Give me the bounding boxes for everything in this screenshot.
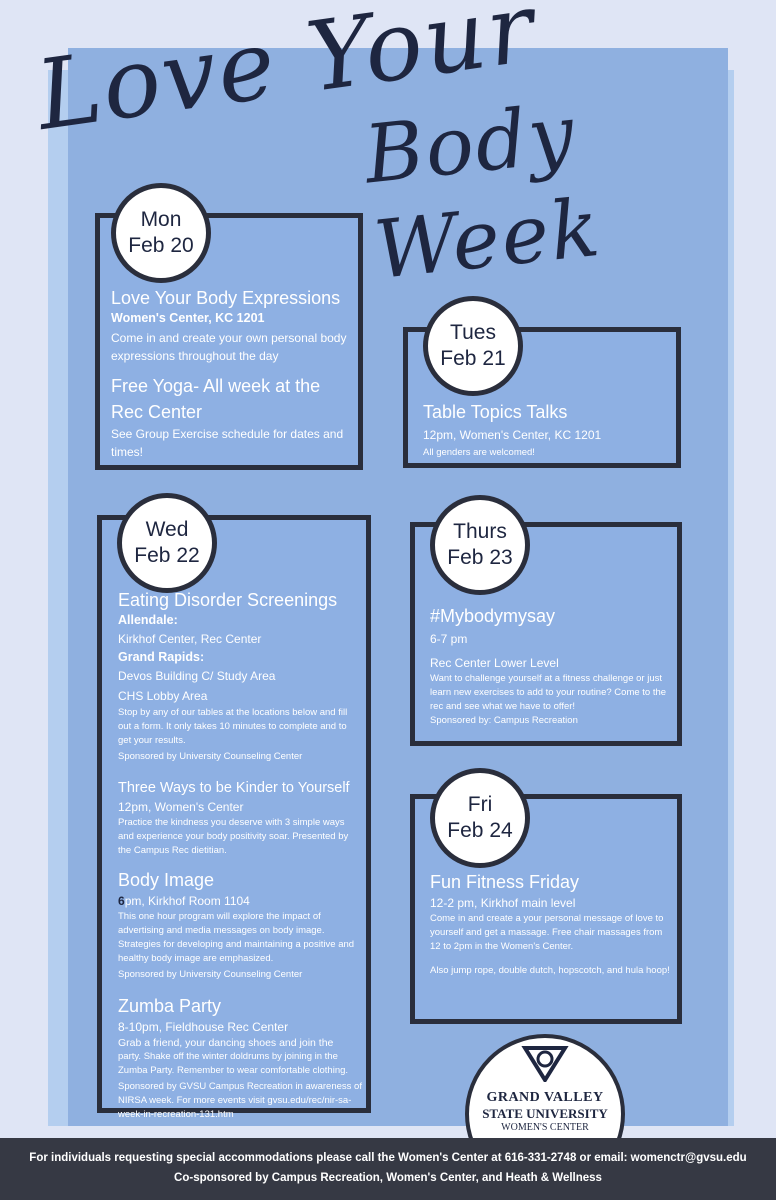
event-time-rest: pm, Kirkhof Room 1104: [124, 894, 250, 908]
event-title: Fun Fitness Friday: [430, 872, 580, 892]
event-sponsor: Sponsored by GVSU Campus Recreation in a…: [118, 1081, 362, 1120]
event-time: 12pm, Women's Center, KC 1201: [423, 428, 602, 442]
thursday-date-badge: Thurs Feb 23: [430, 495, 530, 595]
event-sponsor: Sponsored by University Counseling Cente…: [118, 969, 303, 980]
event-time: 12pm, Women's Center: [118, 800, 244, 814]
logo-line-1: GRAND VALLEY: [486, 1090, 604, 1105]
event-time-number: 6: [118, 894, 125, 908]
tuesday-events: Table Topics Talks 12pm, Women's Center,…: [423, 400, 673, 460]
thursday-date: Feb 23: [447, 546, 513, 569]
monday-date-badge: Mon Feb 20: [111, 183, 211, 283]
friday-date-badge: Fri Feb 24: [430, 768, 530, 868]
event-location: Kirkhof Center, Rec Center: [118, 632, 262, 646]
wednesday-day: Wed: [145, 518, 189, 541]
tuesday-date-badge: Tues Feb 21: [423, 296, 523, 396]
event-description: See Group Exercise schedule for dates an…: [111, 427, 344, 459]
event-location-heading: Grand Rapids:: [118, 650, 205, 664]
event-description: Come in and create a your personal messa…: [430, 913, 664, 952]
event-time: 6pm, Kirkhof Room 1104: [118, 892, 362, 910]
event-title: Eating Disorder Screenings: [118, 590, 338, 610]
event-description: This one hour program will explore the i…: [118, 911, 355, 964]
event-title: #Mybodymysay: [430, 606, 556, 626]
wednesday-events: Eating Disorder Screenings Allendale: Ki…: [118, 588, 362, 1122]
friday-day: Fri: [467, 793, 493, 816]
event-time: 6-7 pm: [430, 632, 468, 646]
wednesday-date: Feb 22: [134, 544, 200, 567]
monday-events: Love Your Body Expressions Women's Cente…: [111, 286, 351, 461]
monday-day: Mon: [140, 208, 182, 231]
event-title: Love Your Body Expressions: [111, 288, 341, 308]
friday-date: Feb 24: [447, 819, 513, 842]
event-location-heading: Allendale:: [118, 613, 178, 627]
event-title: Body Image: [118, 870, 215, 890]
footer-accommodations: For individuals requesting special accom…: [29, 1152, 747, 1164]
event-location: Women's Center, KC 1201: [111, 311, 265, 325]
event-note: All genders are welcomed!: [423, 447, 535, 458]
wednesday-date-badge: Wed Feb 22: [117, 493, 217, 593]
event-description: Stop by any of our tables at the locatio…: [118, 707, 348, 746]
event-location: Devos Building C/ Study Area: [118, 669, 276, 683]
event-title: Zumba Party: [118, 996, 222, 1016]
event-description: Practice the kindness you deserve with 3…: [118, 817, 349, 856]
thursday-events: #Mybodymysay 6-7 pm Rec Center Lower Lev…: [430, 604, 676, 728]
event-time: 8-10pm, Fieldhouse Rec Center: [118, 1020, 289, 1034]
logo-line-2: STATE UNIVERSITY: [482, 1106, 608, 1121]
friday-events: Fun Fitness Friday 12-2 pm, Kirkhof main…: [430, 870, 670, 978]
event-title: Table Topics Talks: [423, 402, 568, 422]
event-sponsor: Sponsored by: Campus Recreation: [430, 715, 578, 726]
logo-line-3: WOMEN'S CENTER: [501, 1122, 589, 1133]
event-description: Come in and create your own personal bod…: [111, 331, 347, 363]
event-title: Three Ways to be Kinder to Yourself: [118, 780, 350, 796]
event-description: party. Shake off the winter doldrums by …: [118, 1051, 349, 1076]
event-title: Free Yoga- All week at the Rec Center: [111, 376, 321, 422]
footer: For individuals requesting special accom…: [0, 1138, 776, 1200]
title-line-2: Body Week: [360, 86, 606, 297]
event-description: Want to challenge yourself at a fitness …: [430, 673, 667, 712]
thursday-day: Thurs: [453, 520, 507, 543]
event-location: CHS Lobby Area: [118, 689, 208, 703]
event-description: Grab a friend, your dancing shoes and jo…: [118, 1037, 334, 1049]
event-sponsor: Sponsored by University Counseling Cente…: [118, 751, 303, 762]
event-location: Rec Center Lower Level: [430, 656, 559, 670]
event-time: 12-2 pm, Kirkhof main level: [430, 896, 576, 910]
tuesday-date: Feb 21: [440, 347, 506, 370]
tuesday-day: Tues: [450, 321, 496, 344]
event-description: Also jump rope, double dutch, hopscotch,…: [430, 965, 670, 976]
footer-cosponsors: Co-sponsored by Campus Recreation, Women…: [174, 1172, 602, 1184]
monday-date: Feb 20: [128, 234, 194, 257]
poster-title: Love Your Body Week: [0, 0, 776, 297]
wednesday-box: [97, 515, 371, 1113]
gvsu-logo-icon: [521, 1046, 569, 1082]
